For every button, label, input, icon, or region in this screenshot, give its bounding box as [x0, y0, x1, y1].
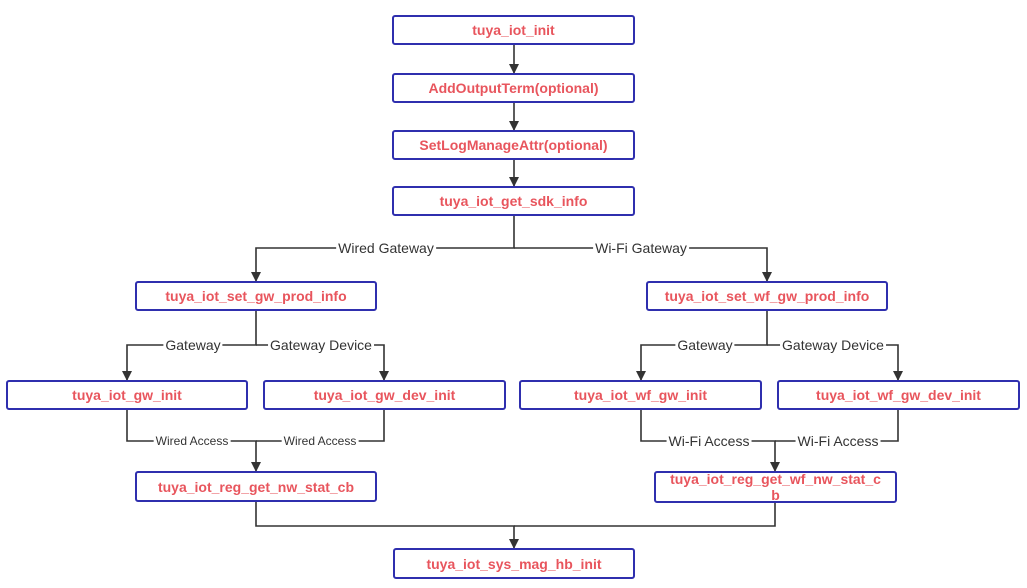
edge-label-left-gateway: Gateway — [163, 337, 223, 353]
node-sys-mag-hb-init: tuya_iot_sys_mag_hb_init — [393, 548, 635, 579]
edge-regnw-to-hb — [255, 501, 519, 549]
node-set-gw-prod-info: tuya_iot_set_gw_prod_info — [135, 281, 377, 311]
edge-label-right-gateway: Gateway — [675, 337, 735, 353]
node-gw-init: tuya_iot_gw_init — [6, 380, 248, 410]
node-get-sdk-info: tuya_iot_get_sdk_info — [392, 186, 635, 216]
edge-label-left-gateway-device: Gateway Device — [268, 337, 374, 353]
edge-label-wired-access-2: Wired Access — [281, 433, 359, 449]
edge-label-wifi-access-2: Wi-Fi Access — [795, 433, 881, 449]
edge-label-wired-access-1: Wired Access — [153, 433, 231, 449]
edge-label-wifi-access-1: Wi-Fi Access — [666, 433, 752, 449]
edge-label-wifi-gateway: Wi-Fi Gateway — [593, 240, 689, 256]
node-add-output-term: AddOutputTerm(optional) — [392, 73, 635, 103]
node-set-wf-gw-prod-info: tuya_iot_set_wf_gw_prod_info — [646, 281, 888, 311]
edge-label-wired-gateway: Wired Gateway — [336, 240, 436, 256]
node-set-log-manage-attr: SetLogManageAttr(optional) — [392, 130, 635, 160]
node-wf-gw-init: tuya_iot_wf_gw_init — [519, 380, 762, 410]
node-wf-gw-dev-init: tuya_iot_wf_gw_dev_init — [777, 380, 1020, 410]
node-reg-get-wf-nw-stat-cb: tuya_iot_reg_get_wf_nw_stat_c b — [654, 471, 897, 503]
node-gw-dev-init: tuya_iot_gw_dev_init — [263, 380, 506, 410]
node-iot-init: tuya_iot_init — [392, 15, 635, 45]
edge-regwfnw-to-hb — [514, 502, 776, 527]
edge-label-right-gateway-device: Gateway Device — [780, 337, 886, 353]
node-reg-get-nw-stat-cb: tuya_iot_reg_get_nw_stat_cb — [135, 471, 377, 502]
